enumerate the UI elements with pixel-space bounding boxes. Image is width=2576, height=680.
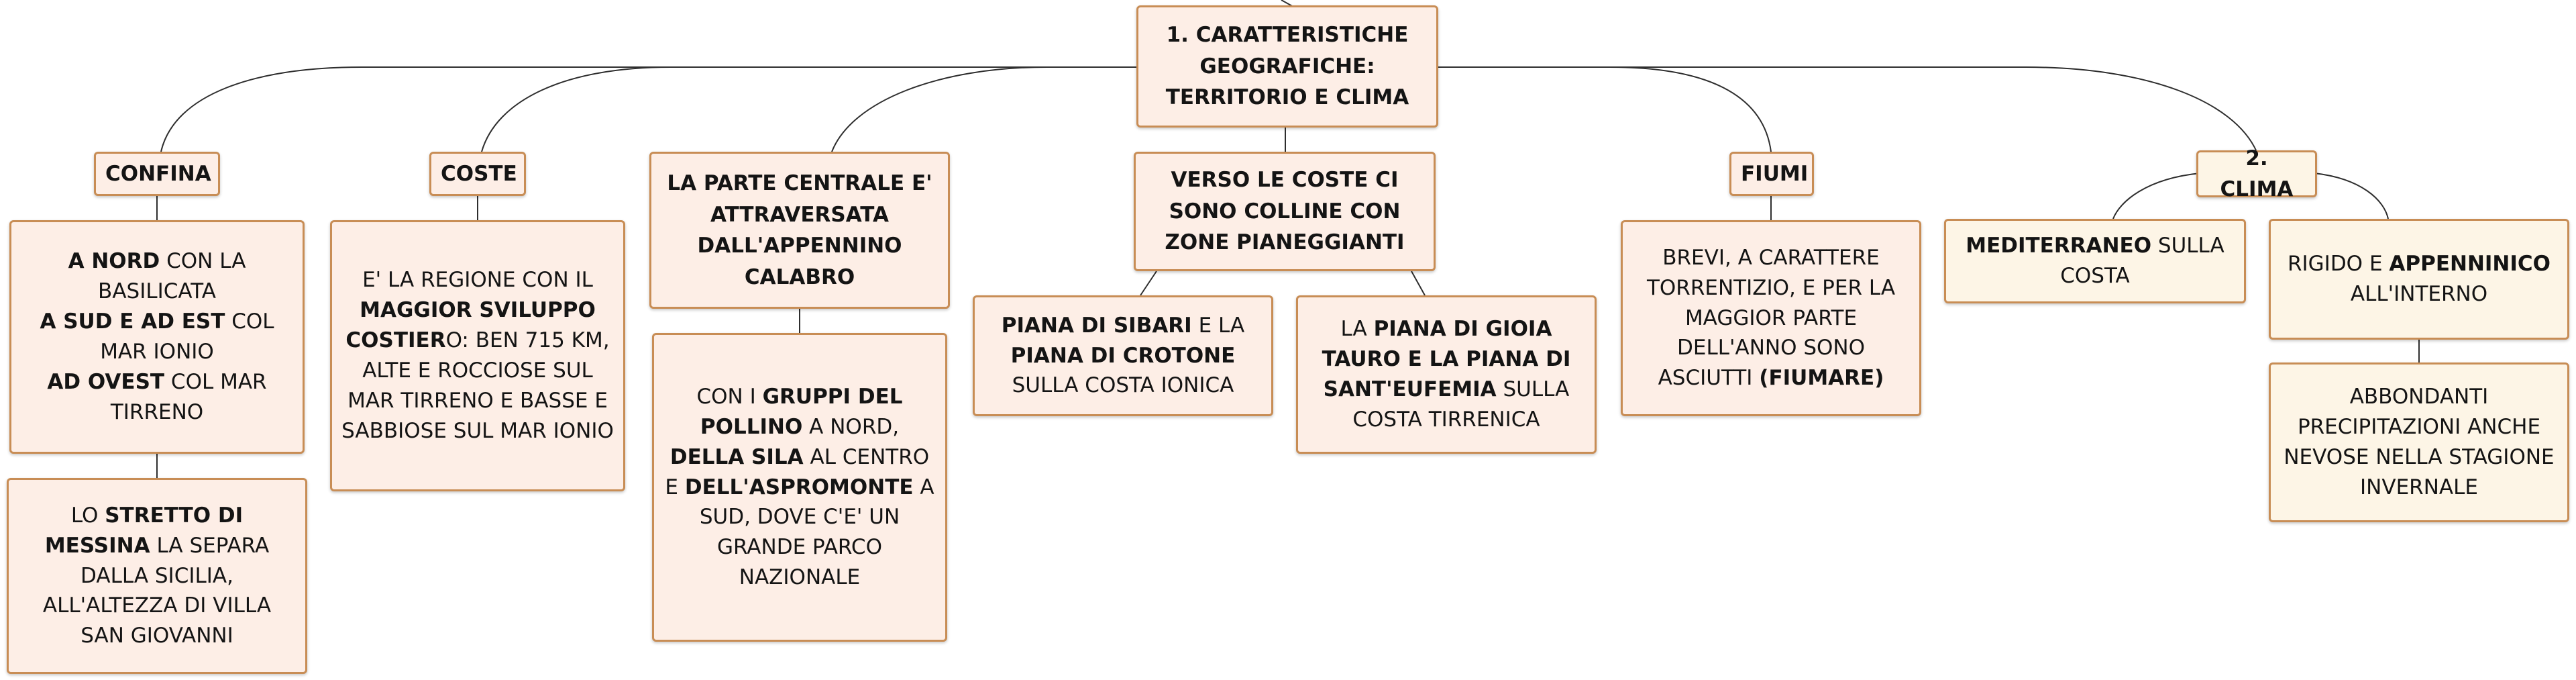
- node-clima-mediterraneo[interactable]: MEDITERRANEO SULLA COSTA: [1944, 219, 2246, 303]
- connector-root-coste: [481, 66, 1136, 152]
- piane-ionica-text: PIANA DI SIBARI E LA PIANA DI CROTONE SU…: [984, 311, 1262, 401]
- mediterraneo-text: MEDITERRANEO SULLA COSTA: [1955, 231, 2235, 291]
- appennino-label: LA PARTE CENTRALE E' ATTRAVERSATA DALL'A…: [667, 171, 932, 289]
- coste-bold: MAGGIOR SVILUPPO COSTIER: [345, 298, 596, 353]
- stretto-rest: LA SEPARA DALLA SICILIA, ALL'ALTEZZA DI …: [42, 533, 272, 648]
- clima-label: 2. CLIMA: [2220, 146, 2294, 202]
- appennino-bold-pollino: GRUPPI DEL POLLINO: [700, 384, 903, 439]
- connector-root-clima: [1438, 66, 2257, 152]
- rigido-text: RIGIDO E APPENNINICO ALL'INTERNO: [2280, 249, 2558, 309]
- piane-tirrenica-text: LA PIANA DI GIOIA TAURO E LA PIANA DI SA…: [1307, 314, 1585, 435]
- node-coste[interactable]: COSTE: [429, 152, 526, 196]
- coste-label: COSTE: [441, 161, 517, 186]
- appennino-bold-sila: DELLA SILA: [669, 444, 804, 469]
- root-node[interactable]: 1. CARATTERISTICHE GEOGRAFICHE: TERRITOR…: [1136, 5, 1438, 128]
- coste-text: E' LA REGIONE CON IL MAGGIOR SVILUPPO CO…: [341, 265, 614, 446]
- root-title: 1. CARATTERISTICHE GEOGRAFICHE: TERRITOR…: [1165, 23, 1409, 110]
- colline-label: VERSO LE COSTE CI SONO COLLINE CON ZONE …: [1165, 168, 1405, 255]
- fiumi-bold: (FIUMARE): [1759, 366, 1884, 391]
- ionica-bold-sibari: PIANA DI SIBARI: [1001, 313, 1192, 338]
- rigido-text-1: RIGIDO E: [2287, 252, 2390, 277]
- rigido-text-2: ALL'INTERNO: [2350, 282, 2488, 306]
- fiumi-label: FIUMI: [1741, 161, 1809, 186]
- fiumi-text-1: BREVI, A CARATTERE TORRENTIZIO, E PER LA…: [1646, 245, 1896, 391]
- confini-ovest-text: COL MAR TIRRENO: [110, 369, 267, 424]
- node-stretto-detail[interactable]: LO STRETTO DI MESSINA LA SEPARA DALLA SI…: [7, 478, 307, 674]
- confini-sud-bold: A SUD E AD EST: [40, 309, 225, 334]
- node-appennino-detail[interactable]: CON I GRUPPI DEL POLLINO A NORD, DELLA S…: [652, 333, 947, 642]
- mediterraneo-rest: SULLA COSTA: [2060, 234, 2224, 288]
- confini-text: A NORD CON LA BASILICATA A SUD E AD EST …: [21, 246, 293, 428]
- node-confina[interactable]: CONFINA: [94, 152, 220, 196]
- node-colline[interactable]: VERSO LE COSTE CI SONO COLLINE CON ZONE …: [1134, 152, 1436, 271]
- connector-colline-tirrenica: [1411, 271, 1426, 296]
- confini-nord-text: CON LA BASILICATA: [98, 249, 246, 304]
- fiumi-text: BREVI, A CARATTERE TORRENTIZIO, E PER LA…: [1632, 243, 1910, 394]
- node-confini-detail[interactable]: A NORD CON LA BASILICATA A SUD E AD EST …: [9, 220, 305, 454]
- precipitazioni-text: ABBONDANTI PRECIPITAZIONI ANCHE NEVOSE N…: [2284, 385, 2555, 499]
- stretto-pre: LO: [70, 503, 105, 528]
- rigido-bold: APPENNINICO: [2389, 252, 2551, 277]
- appennino-bold-aspromonte: DELL'ASPROMONTE: [684, 475, 914, 499]
- connector-root-appennino: [831, 66, 1136, 152]
- tirrenica-text-1: LA: [1340, 317, 1374, 342]
- node-clima[interactable]: 2. CLIMA: [2196, 146, 2317, 201]
- appennino-text-1: CON I: [696, 384, 763, 409]
- connector-root-fiumi: [1438, 66, 1772, 152]
- confini-ovest-bold: AD OVEST: [47, 369, 165, 394]
- tirrenica-bold: PIANA DI GIOIA TAURO E LA PIANA DI SANT'…: [1322, 317, 1571, 401]
- ionica-text-2: SULLA COSTA IONICA: [1012, 373, 1234, 398]
- connector-colline-ionica: [1140, 271, 1157, 296]
- node-fiumi[interactable]: FIUMI: [1729, 152, 1814, 196]
- ionica-bold-crotone: PIANA DI CROTONE: [1010, 343, 1236, 368]
- mediterraneo-bold: MEDITERRANEO: [1966, 234, 2152, 258]
- node-clima-rigido[interactable]: RIGIDO E APPENNINICO ALL'INTERNO: [2269, 219, 2569, 340]
- node-fiumi-detail[interactable]: BREVI, A CARATTERE TORRENTIZIO, E PER LA…: [1621, 220, 1921, 416]
- stretto-text: LO STRETTO DI MESSINA LA SEPARA DALLA SI…: [18, 501, 296, 652]
- connector-clima-rigido: [2314, 173, 2389, 220]
- node-appennino[interactable]: LA PARTE CENTRALE E' ATTRAVERSATA DALL'A…: [649, 152, 950, 309]
- node-coste-detail[interactable]: E' LA REGIONE CON IL MAGGIOR SVILUPPO CO…: [330, 220, 625, 491]
- node-clima-precipitazioni[interactable]: ABBONDANTI PRECIPITAZIONI ANCHE NEVOSE N…: [2269, 362, 2569, 522]
- coste-text-1: E' LA REGIONE CON IL: [362, 268, 593, 293]
- confini-sud-text: COL MAR IONIO: [100, 309, 274, 364]
- connector-clima-mediterraneo: [2112, 173, 2201, 220]
- stretto-bold: STRETTO DI MESSINA: [44, 503, 244, 558]
- connector-root-confina: [160, 66, 1136, 152]
- appennino-text-3: AL CENTRO E: [665, 444, 930, 499]
- appennino-text-4: A SUD, DOVE C'E' UN GRANDE PARCO NAZIONA…: [699, 475, 934, 590]
- node-piane-ionica[interactable]: PIANA DI SIBARI E LA PIANA DI CROTONE SU…: [973, 295, 1273, 416]
- coste-text-2: O: BEN 715 KM, ALTE E ROCCIOSE SUL MAR T…: [341, 328, 614, 443]
- appennino-text-2: A NORD,: [802, 414, 900, 439]
- appennino-text: CON I GRUPPI DEL POLLINO A NORD, DELLA S…: [663, 382, 936, 593]
- node-piane-tirrenica[interactable]: LA PIANA DI GIOIA TAURO E LA PIANA DI SA…: [1296, 295, 1597, 454]
- ionica-text-1: E LA: [1191, 313, 1245, 338]
- confini-nord-bold: A NORD: [68, 249, 160, 274]
- tirrenica-text-2: SULLA COSTA TIRRENICA: [1352, 377, 1570, 432]
- confina-label: CONFINA: [105, 161, 211, 186]
